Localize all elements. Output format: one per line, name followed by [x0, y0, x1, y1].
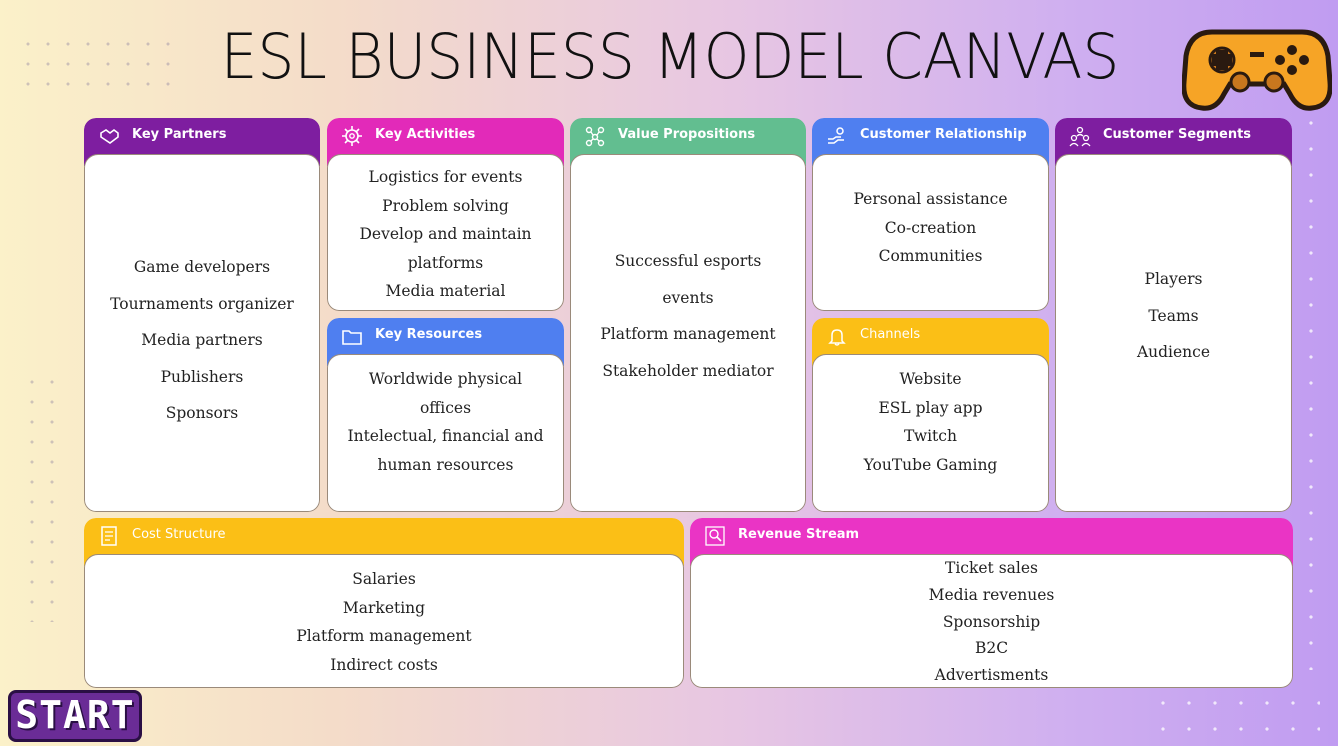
card-key-partners: Key Partners Game developers Tournaments…: [84, 118, 320, 512]
card-customer-relationship-body: Personal assistance Co-creation Communit…: [812, 154, 1049, 311]
card-key-activities-title: Key Activities: [375, 127, 476, 142]
card-customer-segments-body: Players Teams Audience: [1055, 154, 1292, 512]
card-revenue-stream-body: Ticket sales Media revenues Sponsorship …: [690, 554, 1293, 688]
gear-icon: [342, 126, 362, 146]
card-value-propositions: Value Propositions Successful esports ev…: [570, 118, 806, 512]
list-item: Media revenues: [928, 585, 1055, 604]
list-item: platforms: [407, 253, 484, 272]
page-title: ESL BUSINESS MODEL CANVAS: [220, 20, 1120, 93]
magnifier-icon: [705, 526, 725, 546]
dot-pattern-bottom-right: [1150, 690, 1320, 740]
list-item: Platform management: [600, 325, 776, 343]
card-revenue-stream: Revenue Stream Ticket sales Media revenu…: [690, 518, 1293, 688]
list-item: Salaries: [352, 570, 416, 588]
list-item: Media partners: [141, 331, 263, 349]
list-item: B2C: [974, 639, 1009, 658]
list-item: Game developers: [133, 258, 271, 276]
list-item: Sponsors: [165, 404, 239, 422]
list-item: Tournaments organizer: [110, 294, 294, 313]
dot-pattern-top-left: [18, 34, 178, 98]
list-item: Indirect costs: [330, 655, 438, 674]
game-controller-icon: [1182, 29, 1332, 111]
list-item: Teams: [1148, 306, 1199, 325]
card-key-resources-title: Key Resources: [375, 327, 483, 342]
start-button[interactable]: START: [8, 690, 142, 742]
card-value-propositions-title: Value Propositions: [618, 127, 756, 142]
list-item: Successful esports: [614, 252, 762, 270]
list-item: Ticket sales: [945, 559, 1038, 577]
people-icon: [1069, 126, 1091, 147]
folder-icon: [342, 330, 362, 345]
list-item: Website: [899, 370, 962, 388]
list-item: Co-creation: [884, 218, 977, 237]
card-revenue-stream-title: Revenue Stream: [738, 527, 860, 542]
card-key-resources-body: Worldwide physical offices Intelectual, …: [327, 354, 564, 512]
list-item: Stakeholder mediator: [602, 361, 774, 380]
card-cost-structure-body: Salaries Marketing Platform management I…: [84, 554, 684, 688]
card-key-resources: Key Resources Worldwide physical offices…: [327, 318, 564, 512]
card-customer-relationship-title: Customer Relationship: [860, 127, 1027, 142]
list-item: Logistics for events: [368, 168, 523, 186]
card-channels: Channels Website ESL play app Twitch You…: [812, 318, 1049, 512]
list-item: Audience: [1136, 343, 1211, 361]
list-item: Marketing: [342, 598, 426, 617]
list-item: ESL play app: [878, 398, 983, 417]
list-item: Intelectual, financial and: [347, 427, 544, 445]
list-item: Advertisments: [934, 666, 1049, 685]
list-item: Develop and maintain: [359, 225, 532, 243]
card-channels-body: Website ESL play app Twitch YouTube Gami…: [812, 354, 1049, 512]
document-icon: [101, 526, 117, 546]
list-item: Communities: [878, 247, 983, 265]
card-channels-title: Channels: [860, 327, 921, 342]
card-customer-segments-title: Customer Segments: [1103, 127, 1252, 142]
list-item: Personal assistance: [853, 190, 1008, 208]
list-item: Platform management: [296, 627, 472, 645]
card-key-activities-body: Logistics for events Problem solving Dev…: [327, 154, 564, 311]
network-icon: [585, 126, 605, 147]
card-customer-relationship: Customer Relationship Personal assistanc…: [812, 118, 1049, 311]
handshake-icon: [100, 129, 119, 144]
list-item: Twitch: [904, 427, 957, 445]
bell-icon: [828, 329, 846, 346]
dot-pattern-left: [22, 372, 70, 622]
card-key-partners-body: Game developers Tournaments organizer Me…: [84, 154, 320, 512]
list-item: human resources: [377, 455, 514, 474]
card-cost-structure: Cost Structure Salaries Marketing Platfo…: [84, 518, 684, 688]
card-value-propositions-body: Successful esports events Platform manag…: [570, 154, 806, 512]
list-item: Problem solving: [382, 196, 509, 215]
list-item: YouTube Gaming: [863, 455, 998, 474]
card-cost-structure-title: Cost Structure: [132, 527, 226, 542]
list-item: events: [662, 288, 714, 307]
card-customer-segments: Customer Segments Players Teams Audience: [1055, 118, 1292, 512]
list-item: Sponsorship: [942, 612, 1041, 631]
handshake-icon: [828, 127, 844, 144]
card-key-activities: Key Activities Logistics for events Prob…: [327, 118, 564, 311]
list-item: Players: [1144, 270, 1203, 288]
list-item: offices: [419, 398, 472, 417]
card-key-partners-title: Key Partners: [132, 127, 227, 142]
dot-pattern-right: [1298, 110, 1324, 670]
list-item: Publishers: [160, 367, 244, 386]
list-item: Worldwide physical: [368, 370, 523, 388]
list-item: Media material: [385, 282, 506, 300]
